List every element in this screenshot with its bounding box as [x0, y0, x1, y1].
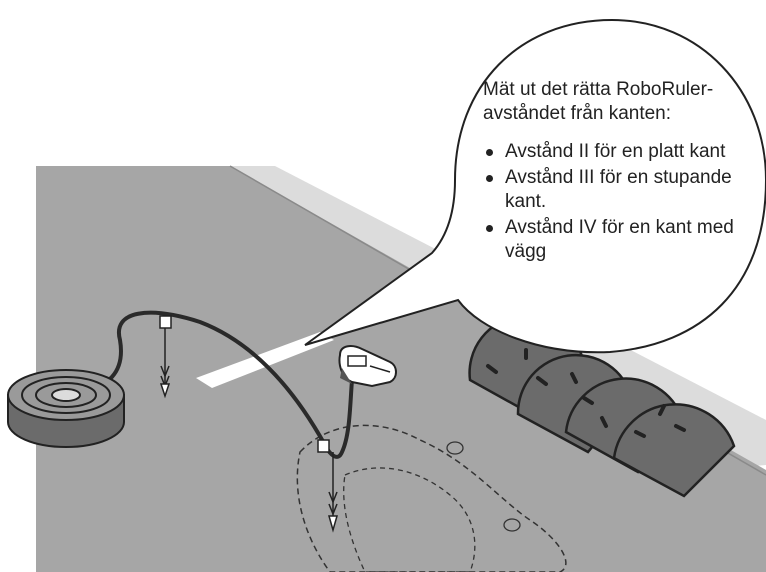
measuring-strip: [196, 332, 334, 388]
callout-list-item: Avstånd IV för en kant med vägg: [483, 216, 745, 264]
charging-station-outline: [296, 424, 567, 572]
callout-text: Mät ut det rätta RoboRuler-avståndet frå…: [483, 78, 745, 266]
bullet-icon: [486, 149, 493, 156]
bullet-icon: [486, 175, 493, 182]
callout-bubble: [304, 18, 766, 354]
plate-hole-icon: [503, 518, 521, 532]
callout-list: Avstånd II för en platt kant Avstånd III…: [483, 140, 745, 264]
boundary-wire: [70, 310, 354, 459]
bullet-icon: [486, 225, 493, 232]
callout-list-item: Avstånd II för en platt kant: [483, 140, 745, 164]
plate-hole-icon: [446, 441, 464, 455]
wire-peg-icon: [317, 439, 338, 533]
charging-plate-inner-outline: [343, 467, 476, 572]
callout-intro: Mät ut det rätta RoboRuler-avståndet frå…: [483, 79, 714, 124]
wire-coil-icon: [7, 369, 125, 448]
callout-list-item: Avstånd III för en stupande kant.: [483, 166, 745, 214]
callout-item-text: Avstånd IV för en kant med vägg: [505, 217, 734, 262]
callout-item-text: Avstånd III för en stupande kant.: [505, 167, 732, 212]
roboruler-icon: [338, 345, 397, 388]
wire-peg-icon: [159, 315, 172, 399]
lawn-area: [36, 166, 766, 572]
callout-item-text: Avstånd II för en platt kant: [505, 141, 726, 162]
